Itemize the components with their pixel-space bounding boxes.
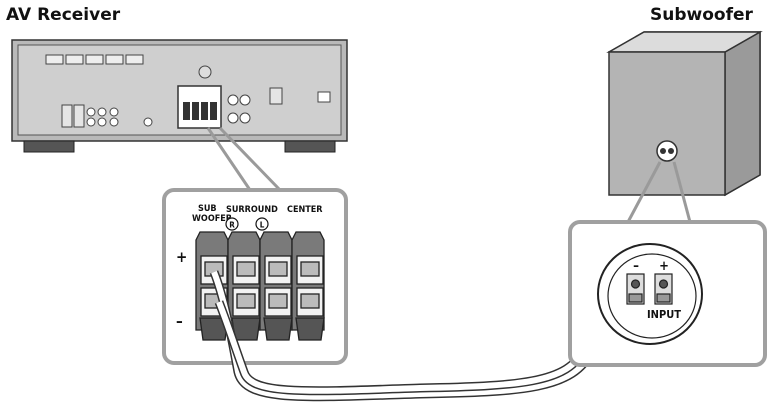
label-surround: SURROUND — [226, 205, 278, 215]
audio-jacks — [61, 104, 153, 128]
hdmi-connectors — [45, 54, 144, 65]
surround-right-badge — [225, 217, 239, 231]
input-callout-lines — [626, 161, 692, 223]
label-sub: SUB — [198, 204, 217, 214]
av-receiver — [11, 39, 348, 153]
label-surround-r: R — [229, 221, 235, 230]
label-plus: + — [176, 248, 187, 266]
terminal-column-surround-r — [227, 231, 261, 331]
receiver-foot-left — [23, 140, 75, 153]
label-minus: – — [176, 312, 183, 330]
label-center: CENTER — [287, 205, 323, 215]
receiver-foot-right — [284, 140, 336, 153]
subwoofer-title: Subwoofer — [650, 5, 753, 25]
speaker-jacks — [227, 94, 251, 124]
terminal-column-surround-l — [259, 231, 293, 331]
surround-left-badge — [255, 217, 269, 231]
subwoofer-side-face — [724, 30, 761, 197]
terminal-zoom-panel: SUB WOOFER SURROUND CENTER R L + – — [162, 188, 348, 365]
subwoofer-input-terminal — [656, 140, 678, 162]
input-plate-inner — [607, 253, 697, 339]
input-clips — [626, 273, 673, 305]
subwoofer — [606, 30, 763, 197]
input-zoom-panel: – + INPUT — [568, 220, 767, 367]
antenna-jack — [198, 65, 212, 79]
input-label: INPUT — [647, 308, 681, 321]
receiver-title: AV Receiver — [6, 5, 121, 25]
subwoofer-front-face — [608, 51, 726, 196]
receiver-switch — [269, 87, 283, 105]
input-plus-label: + — [659, 259, 669, 274]
label-surround-l: L — [260, 221, 265, 230]
terminal-columns — [195, 231, 325, 341]
label-woofer: WOOFER — [192, 214, 233, 224]
power-inlet — [317, 91, 331, 103]
input-minus-label: – — [633, 259, 639, 274]
terminal-column-center — [291, 231, 325, 331]
terminal-callout-lines — [206, 126, 282, 192]
